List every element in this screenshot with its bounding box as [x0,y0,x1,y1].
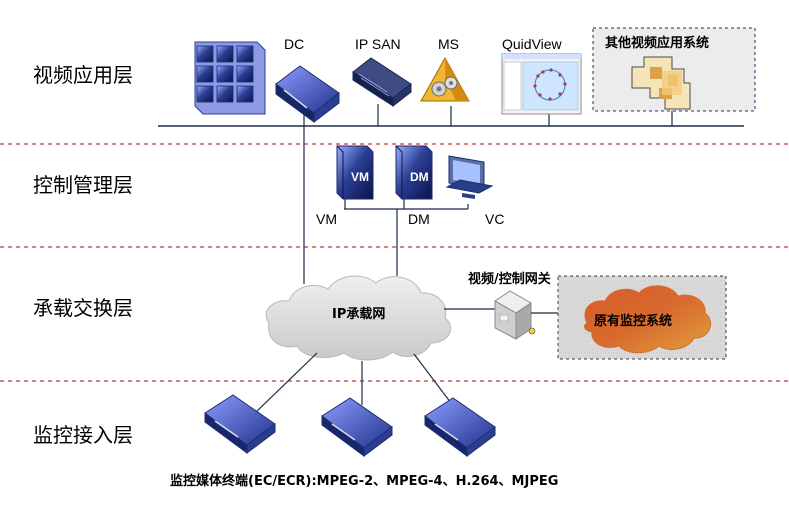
ip-san-storage-icon [352,57,412,108]
gateway-device-icon [494,290,536,340]
ip-san-label: IP SAN [355,36,401,52]
dc-device-icon [275,65,340,124]
quidview-screen-icon [501,53,582,115]
dm-server-icon: DM [395,145,433,200]
ip-network-cloud-label: IP承载网 [332,306,385,322]
access-link-left [254,352,318,414]
layer-label-control-management: 控制管理层 [33,173,133,197]
vm-bus-label: VM [316,211,337,227]
vc-client-icon [445,155,494,199]
layer-label-monitor-access: 监控接入层 [33,423,133,447]
access-terminal-icon-left [204,394,276,454]
dc-label: DC [284,36,304,52]
dm-bus-label: DM [408,211,430,227]
gateway-label: 视频/控制网关 [468,271,551,287]
ms-server-icon [420,56,470,102]
legacy-system-label: 原有监控系统 [594,313,672,329]
vm-server-icon: VM [336,145,374,200]
ms-label: MS [438,36,459,52]
ip-network-cloud: IP承载网 [265,275,452,361]
layer-label-video-application: 视频应用层 [33,63,133,87]
other-apps-label: 其他视频应用系统 [605,35,709,51]
dm-server-text: DM [410,170,429,184]
layer-label-bearer-switching: 承载交换层 [33,296,133,320]
other-apps-icon [631,56,691,110]
access-footer-label: 监控媒体终端(EC/ECR):MPEG-2、MPEG-4、H.264、MJPEG [170,473,558,489]
access-link-right [413,353,455,408]
vm-server-text: VM [351,170,369,184]
access-terminal-icon-middle [321,397,393,457]
quidview-label: QuidView [502,36,563,52]
legacy-system-cloud: 原有监控系统 [584,285,712,354]
video-wall-icon [194,41,266,115]
vc-label: VC [485,211,504,227]
access-terminal-icon-right [424,397,496,457]
